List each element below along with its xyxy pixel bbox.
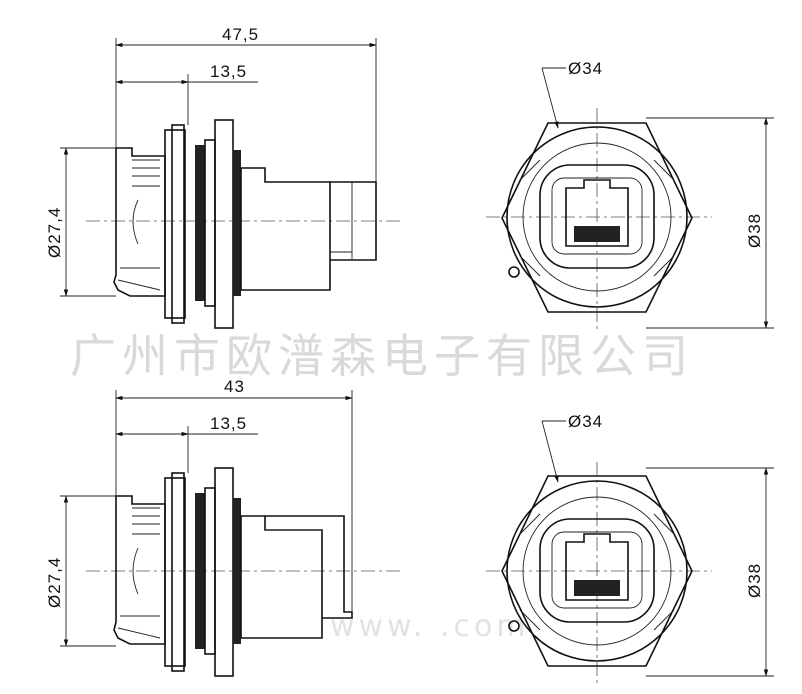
overall-length-dimension: 43 xyxy=(224,377,245,396)
front-diameter-dimension: Ø27,4 xyxy=(45,207,64,258)
outer-diameter-dimension: Ø34 xyxy=(568,412,603,431)
flange-offset-dimension: 13,5 xyxy=(210,62,247,81)
front-diameter-dimension: Ø27,4 xyxy=(45,557,64,608)
url-watermark: www. .com xyxy=(330,609,530,644)
bottom-front-view: Ø34 Ø38 xyxy=(486,412,774,684)
outer-diameter-dimension: Ø34 xyxy=(568,59,603,78)
overall-length-dimension: 47,5 xyxy=(222,25,259,44)
hex-width-dimension: Ø38 xyxy=(745,563,764,598)
top-front-view: Ø34 Ø38 xyxy=(486,59,774,330)
top-side-view: 47,5 13,5 Ø27,4 xyxy=(45,25,400,329)
flange-offset-dimension: 13,5 xyxy=(210,414,247,433)
bottom-side-view: 43 13,5 Ø27,4 xyxy=(45,377,400,677)
company-watermark: 广州市欧潽森电子有限公司 xyxy=(70,329,694,383)
hex-width-dimension: Ø38 xyxy=(745,213,764,248)
